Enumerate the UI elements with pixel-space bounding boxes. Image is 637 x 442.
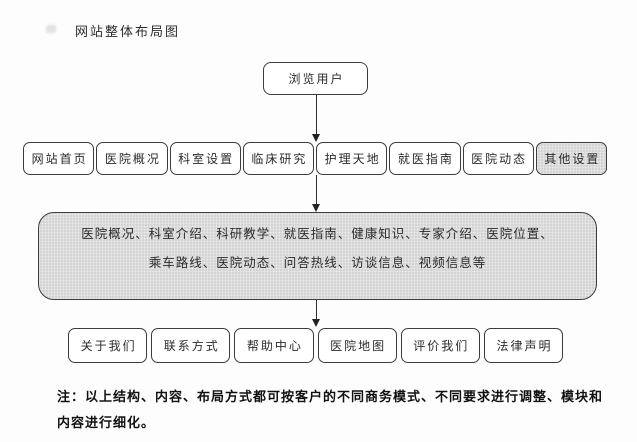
arrowhead-content-to-footer bbox=[312, 319, 320, 327]
nav-item-label: 科室设置 bbox=[178, 152, 235, 166]
footer-item-contact: 联系方式 bbox=[151, 328, 231, 363]
content-summary-line2: 乘车路线、医院动态、问答热线、访谈信息、视频信息等 bbox=[148, 256, 487, 270]
note-line2: 内容进行细化。 bbox=[57, 415, 156, 430]
nav-item-label: 临床研究 bbox=[251, 152, 308, 166]
footer-item-label: 法律声明 bbox=[496, 339, 553, 353]
nav-item-hospital-news: 医院动态 bbox=[462, 142, 534, 175]
nav-item-clinical-research: 临床研究 bbox=[242, 142, 314, 175]
footer-item-about-us: 关于我们 bbox=[68, 328, 148, 363]
content-summary-line1: 医院概况、科室介绍、科研教学、就医指南、健康知识、专家介绍、医院位置、 bbox=[81, 227, 554, 241]
nav-item-hospital-overview: 医院概况 bbox=[96, 142, 168, 175]
footer-row: 关于我们 联系方式 帮助中心 医院地图 评价我们 法律声明 bbox=[68, 328, 564, 363]
nav-item-home: 网站首页 bbox=[23, 142, 95, 175]
diagram-title: 网站整体布局图 bbox=[75, 24, 181, 39]
nav-item-label: 医院概况 bbox=[104, 152, 161, 166]
note-line1: 注：以上结构、内容、布局方式都可按客户的不同商务模式、不同要求进行调整、模块和 bbox=[57, 389, 604, 404]
nav-item-label: 其他设置 bbox=[544, 152, 601, 166]
nav-item-other-settings: 其他设置 bbox=[535, 142, 607, 175]
footer-item-legal-notice: 法律声明 bbox=[483, 328, 564, 363]
nav-item-label: 护理天地 bbox=[324, 152, 381, 166]
footer-item-label: 帮助中心 bbox=[246, 339, 303, 353]
nav-item-nursing: 护理天地 bbox=[316, 142, 388, 175]
content-summary-box: 医院概况、科室介绍、科研教学、就医指南、健康知识、专家介绍、医院位置、 乘车路线… bbox=[38, 212, 597, 300]
nav-item-label: 医院动态 bbox=[471, 152, 528, 166]
nav-item-label: 就医指南 bbox=[397, 152, 454, 166]
nav-item-departments: 科室设置 bbox=[169, 142, 241, 175]
connector-content-to-footer bbox=[315, 300, 317, 319]
scan-artifact bbox=[46, 25, 56, 33]
node-browsing-user: 浏览用户 bbox=[263, 62, 368, 95]
connector-root-to-nav bbox=[315, 95, 317, 134]
connector-nav-to-content bbox=[315, 175, 317, 204]
nav-item-medical-guide: 就医指南 bbox=[389, 142, 461, 175]
footer-item-hospital-map: 医院地图 bbox=[317, 328, 397, 363]
arrowhead-root-to-nav bbox=[312, 134, 320, 142]
nav-row: 网站首页 医院概况 科室设置 临床研究 护理天地 就医指南 医院动态 其他设置 bbox=[23, 142, 607, 175]
node-browsing-user-label: 浏览用户 bbox=[288, 72, 345, 86]
nav-item-label: 网站首页 bbox=[31, 152, 88, 166]
footer-item-rate-us: 评价我们 bbox=[400, 328, 480, 363]
footer-item-label: 联系方式 bbox=[163, 339, 220, 353]
arrowhead-nav-to-content bbox=[312, 204, 320, 212]
footer-item-help-center: 帮助中心 bbox=[234, 328, 314, 363]
footer-item-label: 评价我们 bbox=[413, 339, 470, 353]
footer-item-label: 医院地图 bbox=[330, 339, 387, 353]
footer-item-label: 关于我们 bbox=[80, 339, 137, 353]
